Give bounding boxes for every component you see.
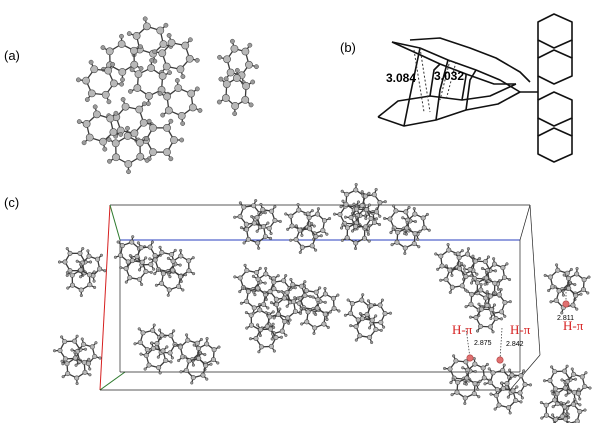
distance-label-1: 3.084	[386, 71, 416, 85]
h-pi-label-1: H-π	[452, 322, 473, 337]
centroid-2	[496, 356, 504, 364]
centroid-3	[562, 300, 570, 308]
h-pi-interactions: H-π H-π H-π 2.875 2.842 2.811	[452, 286, 584, 364]
panel-c-packing-molecules	[52, 182, 592, 423]
panel-label-b: (b)	[340, 40, 356, 55]
h-pi-label-2: H-π	[510, 322, 531, 337]
h-pi-distance-2: 2.842	[506, 341, 524, 348]
panel-b-wireframe: 3.084 3.032	[377, 13, 573, 163]
panel-label-c: (c)	[4, 195, 19, 210]
h-pi-distance-1: 2.875	[474, 340, 492, 347]
unit-cell-box	[99, 204, 541, 391]
centroid-1	[466, 354, 474, 362]
h-pi-distance-3: 2.811	[557, 315, 574, 322]
h-pi-label-3: H-π	[563, 318, 584, 333]
panel-a-molecule	[75, 16, 259, 175]
distance-label-2: 3.032	[434, 69, 464, 83]
panel-label-a: (a)	[4, 48, 20, 63]
